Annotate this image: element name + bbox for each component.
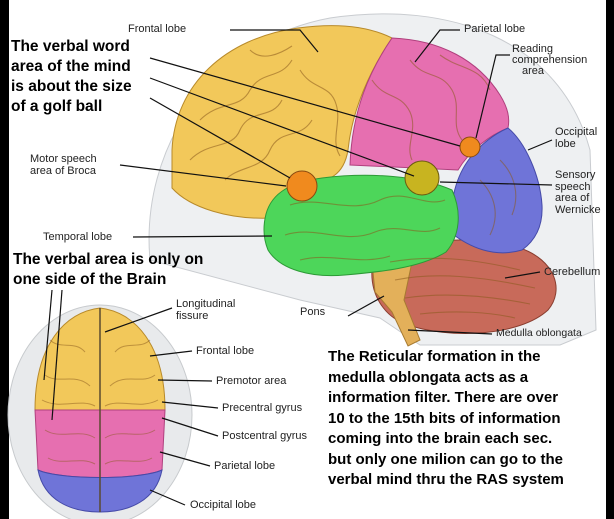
reticular-formation-note: The Reticular formation in the medulla o… xyxy=(328,347,564,491)
one-side-note: The verbal area is only on one side of t… xyxy=(13,250,203,290)
premotor-area-label: Premotor area xyxy=(216,375,286,387)
medulla-label: Medulla oblongata xyxy=(496,327,582,339)
motor-label-line-1: Motor speech xyxy=(30,153,97,165)
parietal-lobe-label: Parietal lobe xyxy=(464,23,525,35)
motor-speech-label: Motor speech area of Broca xyxy=(30,153,97,177)
reticular-line-6: but only one milion can go to the xyxy=(328,450,564,471)
broca-area-marker xyxy=(287,171,317,201)
verbal-word-line-3: is about the size xyxy=(11,77,132,97)
reading-area-marker xyxy=(460,137,480,157)
reading-area-line-3: area xyxy=(512,66,587,77)
longitudinal-line-1: Longitudinal xyxy=(176,298,235,310)
sensory-label-line-4: Wernicke xyxy=(555,205,601,217)
top-occipital-lobe-label: Occipital lobe xyxy=(190,499,256,511)
right-border xyxy=(606,0,614,519)
top-view-brain xyxy=(8,305,192,519)
sensory-speech-label: Sensory speech area of Wernicke xyxy=(555,170,601,216)
left-border xyxy=(0,0,9,519)
sensory-label-line-3: area of xyxy=(555,193,601,205)
occipital-label-line-2: lobe xyxy=(555,138,597,150)
verbal-word-line-1: The verbal word xyxy=(11,37,132,57)
reading-area-label: Reading comprehension area xyxy=(512,44,587,77)
reticular-line-7: verbal mind thru the RAS system xyxy=(328,470,564,491)
reticular-line-2: medulla oblongata acts as a xyxy=(328,368,564,389)
pons-label: Pons xyxy=(300,306,325,318)
wernicke-area-marker xyxy=(405,161,439,195)
verbal-word-note: The verbal word area of the mind is abou… xyxy=(11,37,132,117)
sensory-label-line-1: Sensory xyxy=(555,170,601,182)
reticular-line-3: information filter. There are over xyxy=(328,388,564,409)
top-frontal-lobe-label: Frontal lobe xyxy=(196,345,254,357)
occipital-lobe-label: Occipital lobe xyxy=(555,126,597,150)
precentral-gyrus-label: Precentral gyrus xyxy=(222,402,302,414)
occipital-label-line-1: Occipital xyxy=(555,126,597,138)
cerebellum-label: Cerebellum xyxy=(544,266,600,278)
temporal-lobe-label: Temporal lobe xyxy=(43,231,112,243)
one-side-line-2: one side of the Brain xyxy=(13,270,203,290)
reticular-line-1: The Reticular formation in the xyxy=(328,347,564,368)
longitudinal-line-2: fissure xyxy=(176,310,235,322)
postcentral-gyrus-label: Postcentral gyrus xyxy=(222,430,307,442)
motor-label-line-2: area of Broca xyxy=(30,165,97,177)
verbal-word-line-2: area of the mind xyxy=(11,57,132,77)
verbal-word-line-4: of a golf ball xyxy=(11,97,132,117)
top-parietal-lobe-label: Parietal lobe xyxy=(214,460,275,472)
frontal-lobe-label: Frontal lobe xyxy=(128,23,186,35)
longitudinal-fissure-label: Longitudinal fissure xyxy=(176,298,235,322)
reticular-line-4: 10 to the 15th bits of information xyxy=(328,409,564,430)
one-side-line-1: The verbal area is only on xyxy=(13,250,203,270)
reticular-line-5: coming into the brain each sec. xyxy=(328,429,564,450)
